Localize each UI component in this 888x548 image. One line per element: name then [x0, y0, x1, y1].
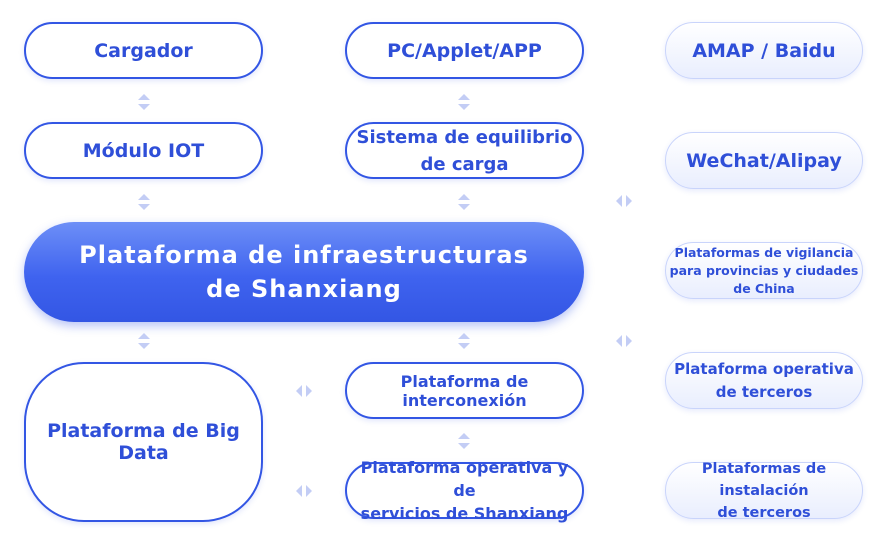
- connector-cargador-iot: [134, 92, 154, 112]
- big-data-node: Plataforma de Big Data: [24, 362, 263, 522]
- instalacion-terceros-node: Plataformas de instalación de terceros: [665, 461, 863, 521]
- wechat-alipay-node: WeChat/Alipay: [665, 132, 863, 189]
- plataforma-principal-line-1: Plataforma de infraestructuras: [79, 241, 529, 269]
- plataforma-principal-node: Plataforma de infraestructuras de Shanxi…: [24, 222, 584, 322]
- connector-main-bigdata: [134, 331, 154, 351]
- operativa-terceros-line-1: Plataforma operativa: [674, 359, 854, 378]
- cargador-node: Cargador: [24, 22, 263, 79]
- vigilancia-line-3: de China: [733, 280, 795, 296]
- sistema-equilibrio-line-2: de carga: [420, 153, 509, 175]
- sistema-equilibrio-line-1: Sistema de equilibrio: [356, 126, 573, 148]
- operativa-shanxiang-line-2: servicios de Shanxiang: [360, 504, 569, 523]
- connector-bigdata-operativa: [294, 481, 314, 501]
- modulo-iot-node: Módulo IOT: [24, 122, 263, 179]
- connector-sistema-main: [454, 192, 474, 212]
- connector-main-right-upper: [614, 191, 634, 211]
- wechat-alipay-label: WeChat/Alipay: [686, 149, 842, 172]
- big-data-label: Plataforma de Big Data: [47, 420, 240, 464]
- operativa-shanxiang-line-1: Plataforma operativa y de: [360, 458, 569, 500]
- sistema-equilibrio-node: Sistema de equilibrio de carga: [345, 122, 584, 179]
- instalacion-terceros-line-1: Plataformas de instalación: [701, 460, 827, 499]
- amap-baidu-node: AMAP / Baidu: [665, 22, 863, 79]
- vigilancia-line-2: para provincias y ciudades: [669, 262, 859, 278]
- connector-main-right-lower: [614, 331, 634, 351]
- operativa-terceros-node: Plataforma operativa de terceros: [665, 352, 863, 409]
- vigilancia-line-1: Plataformas de vigilancia: [674, 244, 854, 260]
- cargador-label: Cargador: [94, 39, 193, 62]
- connector-bigdata-interconexion: [294, 381, 314, 401]
- amap-baidu-label: AMAP / Baidu: [692, 39, 836, 62]
- instalacion-terceros-line-2: de terceros: [717, 504, 811, 521]
- plataforma-principal-line-2: de Shanxiang: [206, 275, 402, 303]
- operativa-terceros-line-2: de terceros: [715, 382, 813, 401]
- modulo-iot-label: Módulo IOT: [82, 139, 205, 162]
- interconexion-node: Plataforma de interconexión: [345, 362, 584, 419]
- pc-applet-app-node: PC/Applet/APP: [345, 22, 584, 79]
- vigilancia-node: Plataformas de vigilancia para provincia…: [665, 242, 863, 299]
- pc-applet-app-label: PC/Applet/APP: [387, 39, 542, 62]
- connector-iot-main: [134, 192, 154, 212]
- connector-interconexion-operativa: [454, 431, 474, 451]
- interconexion-label: Plataforma de interconexión: [400, 371, 529, 410]
- connector-pc-sistema: [454, 92, 474, 112]
- operativa-shanxiang-node: Plataforma operativa y de servicios de S…: [345, 458, 584, 523]
- connector-main-interconexion: [454, 331, 474, 351]
